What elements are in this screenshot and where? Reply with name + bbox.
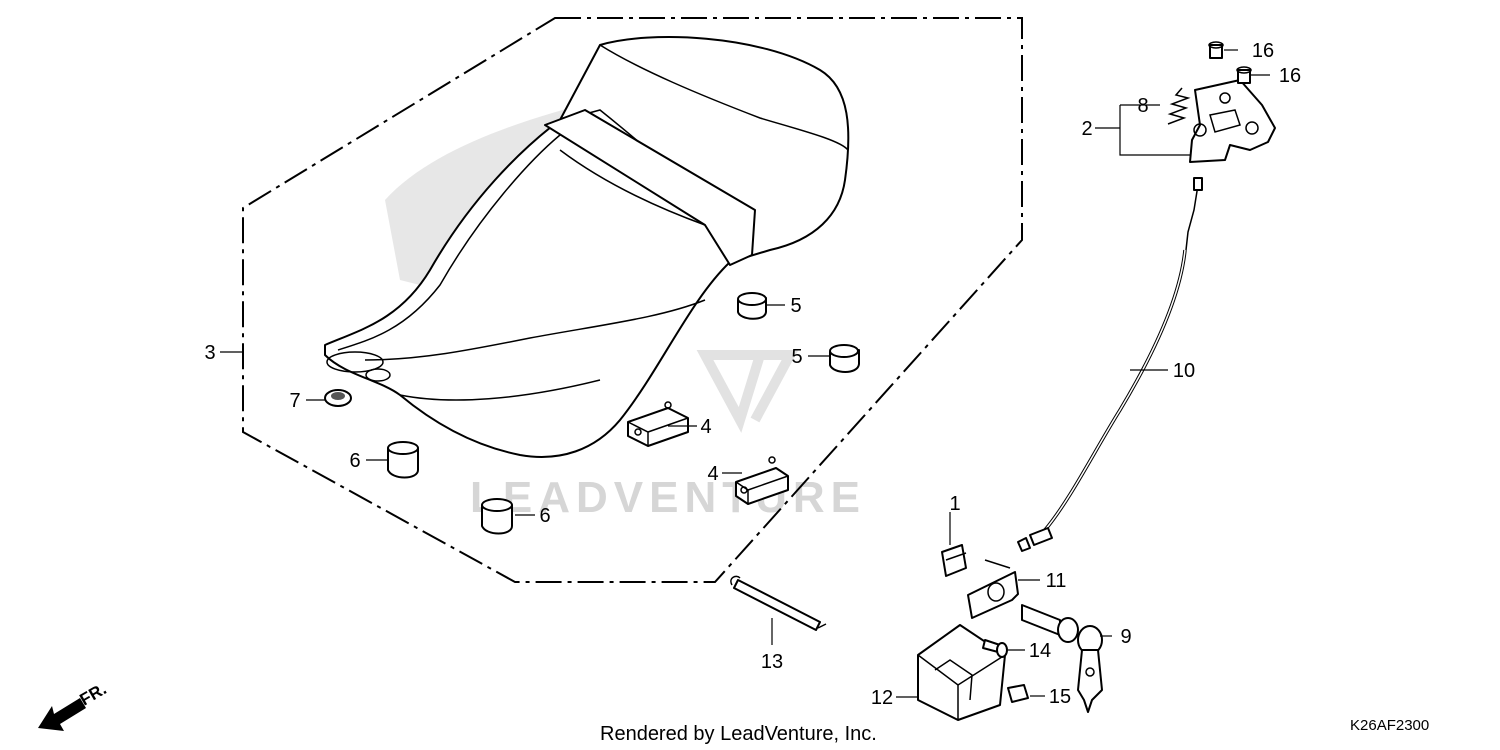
- plate-part-11[interactable]: [967, 559, 1019, 619]
- callout-5a[interactable]: 5: [790, 295, 801, 317]
- rubber-block-part-4a[interactable]: [627, 401, 689, 447]
- watermark-logo: [696, 350, 799, 433]
- bolt-part-16b[interactable]: [1236, 66, 1252, 84]
- nut-part-15[interactable]: [1007, 684, 1029, 703]
- key-cylinder-part-9[interactable]: [1021, 604, 1103, 655]
- diagram-code: K26AF2300: [1350, 717, 1429, 734]
- callout-16b[interactable]: 16: [1279, 65, 1301, 87]
- cushion-part-5b[interactable]: [829, 344, 860, 373]
- key-part-9[interactable]: [1077, 649, 1103, 713]
- callout-13[interactable]: 13: [761, 651, 783, 673]
- cushion-part-5a[interactable]: [737, 292, 767, 320]
- callout-4b[interactable]: 4: [707, 463, 718, 485]
- housing-part-12[interactable]: [917, 624, 1006, 721]
- callout-2[interactable]: 2: [1081, 118, 1092, 140]
- rubber-block-part-4b[interactable]: [735, 456, 789, 505]
- callout-3[interactable]: 3: [204, 342, 215, 364]
- callout-4a[interactable]: 4: [700, 416, 711, 438]
- callout-6b[interactable]: 6: [539, 505, 550, 527]
- callout-7[interactable]: 7: [289, 390, 300, 412]
- render-credit: Rendered by LeadVenture, Inc.: [600, 723, 877, 745]
- seat-assembly-boundary: [242, 17, 1023, 583]
- watermark-text: LEADVENTURE: [470, 473, 866, 522]
- front-direction-indicator: FR.: [38, 679, 110, 731]
- callout-12[interactable]: 12: [871, 687, 893, 709]
- bolt-part-16a[interactable]: [1208, 41, 1224, 59]
- strap-part-13[interactable]: [730, 575, 827, 631]
- grommet-part-7[interactable]: [324, 389, 352, 407]
- leader-lines: [220, 49, 1270, 698]
- screw-part-14[interactable]: [982, 639, 1008, 658]
- callout-1[interactable]: 1: [949, 493, 960, 515]
- cushion-part-6b[interactable]: [481, 498, 513, 535]
- callout-5b[interactable]: 5: [791, 346, 802, 368]
- cushion-part-6a[interactable]: [387, 441, 419, 479]
- callout-6a[interactable]: 6: [349, 450, 360, 472]
- callout-10[interactable]: 10: [1173, 360, 1195, 382]
- clip-part-1[interactable]: [941, 544, 967, 577]
- callout-16a[interactable]: 16: [1252, 40, 1274, 62]
- seat-part-3[interactable]: [324, 36, 850, 458]
- callout-9[interactable]: 9: [1120, 626, 1131, 648]
- spring-part-8[interactable]: [1167, 87, 1191, 125]
- callout-14[interactable]: 14: [1029, 640, 1051, 662]
- callout-15[interactable]: 15: [1049, 686, 1071, 708]
- cable-part-10[interactable]: [1017, 177, 1203, 552]
- callout-8[interactable]: 8: [1137, 95, 1148, 117]
- front-arrow-icon: [38, 698, 86, 731]
- callout-11[interactable]: 11: [1046, 570, 1067, 592]
- latch-bracket-part-2[interactable]: [1189, 79, 1276, 163]
